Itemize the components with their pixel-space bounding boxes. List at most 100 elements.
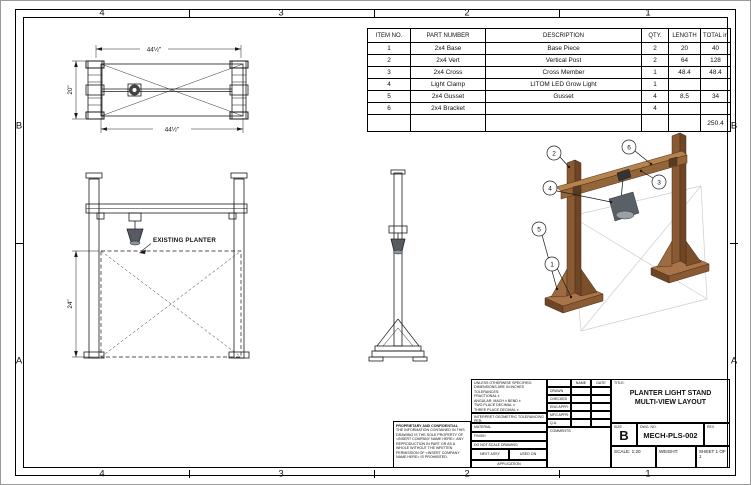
bom-cell	[668, 78, 701, 91]
table-row: 6 2x4 Bracket 4	[367, 102, 731, 115]
table-row: 2 2x4 Vert Vertical Post 2 64 128	[367, 54, 731, 67]
zone-tick	[374, 9, 375, 17]
drawing-title-line2: MULTI-VIEW LAYOUT	[634, 399, 707, 407]
bom-header-item-no: ITEM NO.	[367, 28, 411, 43]
bom-cell	[367, 114, 411, 132]
zone-label-right: B	[730, 120, 738, 132]
dim-label: 24"	[67, 299, 74, 308]
sign-cell	[591, 403, 611, 411]
size-box: SIZE B	[611, 423, 637, 446]
bom-cell: 2x4 Bracket	[410, 102, 486, 115]
tolerance-line: TOLERANCES:	[474, 389, 500, 394]
sign-row-drawn: DRAWN	[547, 387, 571, 395]
tolerance-line: THREE PLACE DECIMAL ±	[474, 407, 519, 412]
title-box: TITLE: PLANTER LIGHT STAND MULTI-VIEW LA…	[611, 379, 730, 423]
sheet-border-outer	[15, 9, 736, 476]
scale-box: SCALE: 1:20	[611, 446, 656, 468]
bom-cell: 2	[367, 54, 411, 67]
top-view: 44½" 20" 44½"	[67, 45, 249, 134]
balloon-2: 2	[546, 145, 571, 169]
side-view	[368, 169, 428, 362]
proprietary-block: PROPRIETARY AND CONFIDENTIAL THE INFORMA…	[393, 421, 471, 468]
next-assy-cell: NEXT ASSY	[471, 449, 509, 460]
zone-label-right: A	[730, 355, 738, 367]
bom-header-part-number: PART NUMBER	[410, 28, 486, 43]
bom-cell: 2x4 Gusset	[410, 90, 486, 103]
sign-cell	[591, 411, 611, 419]
title-label: TITLE:	[614, 381, 625, 385]
rev-label: REV	[707, 425, 715, 429]
zone-label-bottom: 4	[99, 468, 105, 480]
balloon-5: 5	[531, 221, 559, 291]
balloon-label: 5	[537, 226, 541, 233]
bom-cell: LITOM LED Grow Light	[485, 78, 642, 91]
zone-tick	[559, 470, 560, 478]
sheet-border-inner	[23, 17, 728, 468]
balloon-label: 2	[552, 150, 556, 157]
bom-cell	[700, 78, 731, 91]
bom-cell: 6	[367, 102, 411, 115]
finish-block: FINISH	[471, 432, 547, 441]
sign-cell	[571, 403, 591, 411]
table-row: 4 Light Clamp LITOM LED Grow Light 1	[367, 78, 731, 91]
zone-label-left: A	[15, 355, 23, 367]
sign-row-checked: CHECKED	[547, 395, 571, 403]
bom-cell: 1	[641, 66, 669, 79]
sign-row-mfg-appr: MFG APPR.	[547, 411, 571, 419]
bom-cell: 4	[641, 102, 669, 115]
balloon-3: 3	[639, 169, 667, 190]
dim-label: 44½"	[147, 46, 162, 54]
bom-header-description: DESCRIPTION	[485, 28, 642, 43]
bom-cell	[410, 114, 486, 132]
zone-label-top: 2	[464, 7, 470, 19]
bom-cell: 1	[367, 42, 411, 55]
bom-cell: 3	[367, 66, 411, 79]
bom-cell	[668, 114, 701, 132]
iso-planter-wireframe	[570, 185, 708, 332]
sign-cell	[591, 395, 611, 403]
sign-cell	[591, 419, 611, 427]
bom-cell	[485, 114, 642, 132]
zone-tick	[189, 470, 190, 478]
bom-cell: 64	[668, 54, 701, 67]
bom-cell: 1	[641, 78, 669, 91]
comments-block: COMMENTS:	[547, 427, 611, 468]
zone-tick	[374, 470, 375, 478]
zone-tick	[189, 9, 190, 17]
tolerance-line: FRACTIONAL ±	[474, 394, 500, 399]
material-block: MATERIAL	[471, 423, 547, 432]
dimension-depth: 20"	[67, 60, 85, 120]
zone-label-bottom: 2	[464, 468, 470, 480]
rev-box: REV	[704, 423, 730, 446]
dwg-no-box: DWG. NO. MECH-PLS-002	[637, 423, 704, 446]
bom-cell: 8.5	[668, 90, 701, 103]
application-cell: APPLICATION	[471, 460, 547, 468]
bom-cell: 128	[700, 54, 731, 67]
dimension-planter-height: 24"	[67, 250, 99, 358]
size-label: SIZE	[614, 425, 622, 429]
tolerance-line: UNLESS OTHERWISE SPECIFIED:	[474, 381, 533, 385]
zone-label-top: 4	[99, 7, 105, 19]
sign-header-name: NAME	[571, 379, 591, 387]
bom-header-qty: QTY.	[641, 28, 669, 43]
zone-label-bottom: 3	[278, 468, 284, 480]
bom-total-row: 250.4	[367, 114, 731, 132]
zone-tick	[730, 243, 738, 244]
front-view: EXISTING PLANTER 24"	[67, 172, 250, 359]
balloon-4: 4	[542, 180, 613, 204]
bom-header-length: LENGTH	[668, 28, 701, 43]
bom-header-row: ITEM NO. PART NUMBER DESCRIPTION QTY. LE…	[367, 28, 731, 43]
bom-cell: 2x4 Cross	[410, 66, 486, 79]
used-on-cell: USED ON	[509, 449, 547, 460]
balloon-6: 6	[621, 139, 653, 166]
bom-cell: 2x4 Base	[410, 42, 486, 55]
interpret-label: INTERPRET GEOMETRIC TOLERANCING PER:	[474, 415, 544, 423]
sign-cell	[571, 411, 591, 419]
sign-header-date: DATE	[591, 379, 611, 387]
bom-cell: 2	[641, 42, 669, 55]
sign-header-blank	[547, 379, 571, 387]
bom-cell: Base Piece	[485, 42, 642, 55]
do-not-scale-block: DO NOT SCALE DRAWING	[471, 441, 547, 449]
interpret-block: INTERPRET GEOMETRIC TOLERANCING PER:	[471, 413, 547, 423]
